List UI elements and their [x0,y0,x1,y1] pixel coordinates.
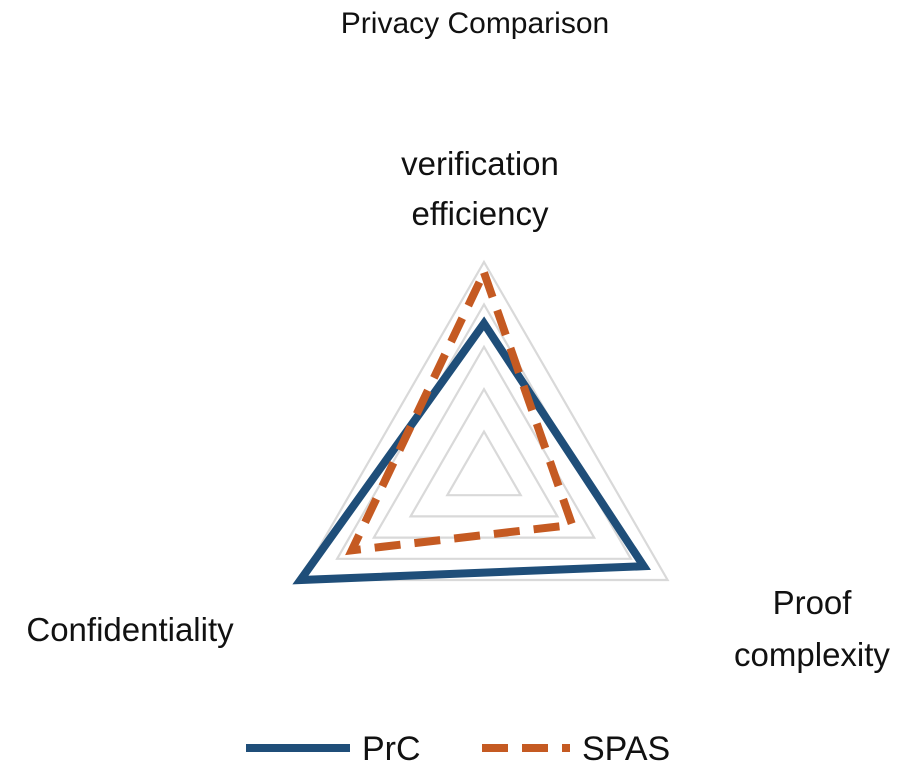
axis-label-1-line-1: verification [401,145,559,182]
radar-series [292,262,651,585]
axis-label-3-line-1: Confidentiality [26,611,234,648]
axis-label-2-line-2: complexity [734,636,890,673]
grid-ring-2 [408,387,560,518]
axis-label-1-line-2: efficiency [412,195,549,232]
axis-label-1: verification efficiency [401,145,559,232]
legend-label-prc: PrC [362,730,421,768]
legend: PrC SPAS [246,730,670,768]
grid-ring-5 [298,259,670,582]
grid-ring-1 [445,429,523,497]
radar-grid [298,259,670,582]
axis-label-2: Proof complexity [734,584,890,673]
legend-label-spas: SPAS [582,730,670,768]
series-prc-line [292,316,651,585]
axis-label-3: Confidentiality [26,611,234,648]
axis-label-2-line-1: Proof [773,584,853,621]
chart-title: Privacy Comparison [341,7,609,40]
series-spas-line [345,262,578,556]
